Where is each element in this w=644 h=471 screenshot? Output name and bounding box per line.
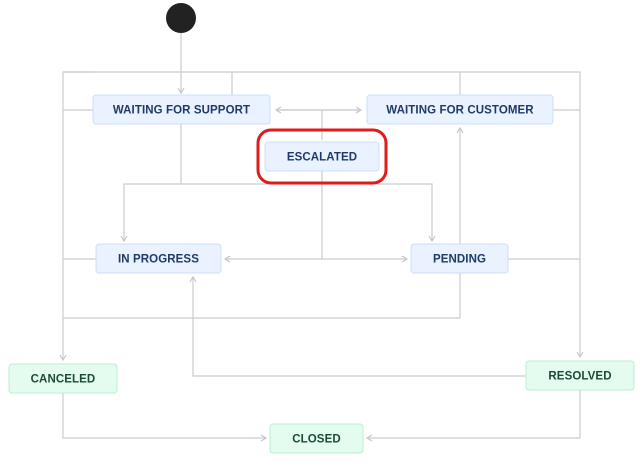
edge-resolved-to-in-progress — [189, 275, 526, 377]
status-label: CANCELED — [31, 374, 96, 386]
status-label: ESCALATED — [287, 152, 357, 164]
status-label: IN PROGRESS — [118, 254, 199, 266]
status-node-closed[interactable]: CLOSED — [269, 423, 364, 454]
edge-outer-right-to-resolved — [231, 71, 584, 359]
status-box — [525, 360, 635, 391]
status-node-pending[interactable]: PENDING — [410, 243, 509, 274]
edge-outer-left-to-canceled — [59, 71, 93, 362]
edge-resolved-to-closed — [365, 390, 581, 442]
status-node-resolved[interactable]: RESOLVED — [525, 360, 635, 391]
status-label: RESOLVED — [548, 371, 611, 383]
status-box — [264, 141, 380, 172]
edge-canceled-to-closed — [62, 393, 268, 442]
status-box — [92, 94, 271, 125]
status-nodes: WAITING FOR SUPPORT WAITING FOR CUSTOMER E… — [8, 3, 635, 454]
edge-pending-to-canceled — [63, 273, 461, 319]
transition-lines — [59, 33, 584, 442]
status-box — [95, 243, 222, 274]
highlight-ring — [256, 128, 388, 185]
status-box — [269, 423, 364, 454]
status-label: WAITING FOR SUPPORT — [113, 105, 250, 117]
edge-support-to-in-progress — [120, 124, 182, 243]
status-box — [410, 243, 509, 274]
edge-support-to-pending — [181, 183, 436, 243]
status-box — [8, 363, 118, 394]
status-box — [366, 94, 554, 125]
status-label: PENDING — [433, 254, 486, 266]
highlight-overlay — [256, 128, 388, 185]
status-node-waiting-for-support[interactable]: WAITING FOR SUPPORT — [92, 94, 271, 125]
status-node-in-progress[interactable]: IN PROGRESS — [95, 243, 222, 274]
start-node — [166, 3, 196, 33]
status-node-canceled[interactable]: CANCELED — [8, 363, 118, 394]
status-label: CLOSED — [292, 434, 341, 446]
status-label: WAITING FOR CUSTOMER — [386, 105, 534, 117]
status-node-escalated[interactable]: ESCALATED — [264, 141, 380, 172]
status-node-waiting-for-customer[interactable]: WAITING FOR CUSTOMER — [366, 94, 554, 125]
